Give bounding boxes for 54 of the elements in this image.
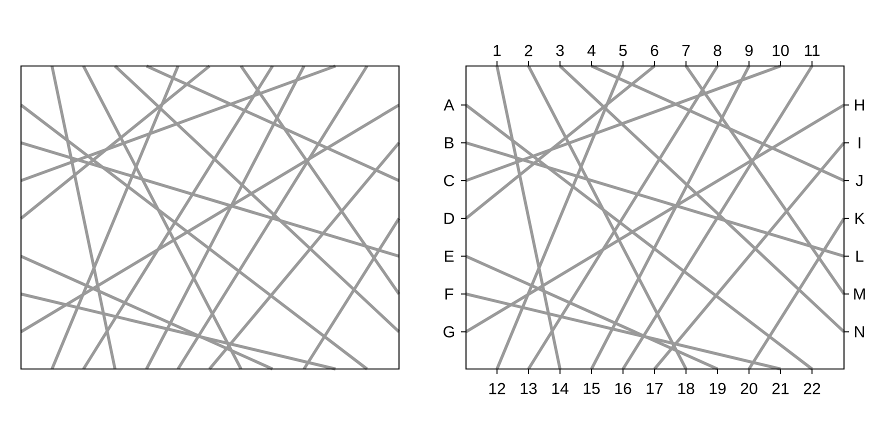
point-label: H [855,100,864,110]
connecting-line [465,104,813,370]
point-label: 9 [745,44,753,56]
connecting-line [653,142,846,370]
connecting-line [466,64,782,182]
connecting-line [466,141,844,258]
connecting-line [590,65,750,370]
connecting-line [622,65,814,370]
point-label: 17 [646,383,663,394]
point-label: 7 [682,45,690,56]
point-label: 14 [552,383,568,394]
point-label: 5 [619,44,627,56]
point-label: 21 [772,382,789,394]
point-label: A [444,100,454,110]
point-label: E [445,250,454,262]
connecting-line [496,66,562,370]
connecting-line [465,254,718,370]
point-label: 22 [804,382,820,394]
point-label: 3 [556,44,564,56]
point-label: 16 [615,382,632,394]
connecting-line [527,65,719,370]
point-label: 15 [584,382,600,394]
connecting-line [465,64,656,220]
point-label: D [444,212,454,224]
point-label: I [858,137,860,148]
point-label: 8 [714,44,722,56]
connecting-line [496,65,624,370]
connecting-line [684,65,846,295]
point-label: B [445,137,454,148]
point-label: 10 [772,44,789,56]
point-label: N [855,326,864,338]
connecting-line [465,104,845,334]
point-label: K [856,212,865,224]
connecting-line [558,64,846,333]
point-label: G [444,326,454,338]
connecting-line [748,218,846,370]
connecting-line [466,292,781,370]
point-label: 6 [650,44,658,56]
point-label: 4 [587,45,596,56]
point-label: 1 [494,45,501,56]
point-label: 13 [520,382,537,394]
point-label: L [856,250,864,262]
point-label: 19 [710,382,726,394]
point-label: F [445,288,454,300]
point-label: 2 [524,44,532,56]
point-label: 12 [489,382,506,394]
connecting-line [527,65,688,370]
point-label: M [854,288,865,300]
connecting-line [590,64,845,182]
point-label: C [444,174,454,186]
point-label: 18 [678,382,694,394]
point-label: J [856,175,862,186]
point-label: 11 [804,45,820,56]
point-label: 20 [740,382,758,394]
